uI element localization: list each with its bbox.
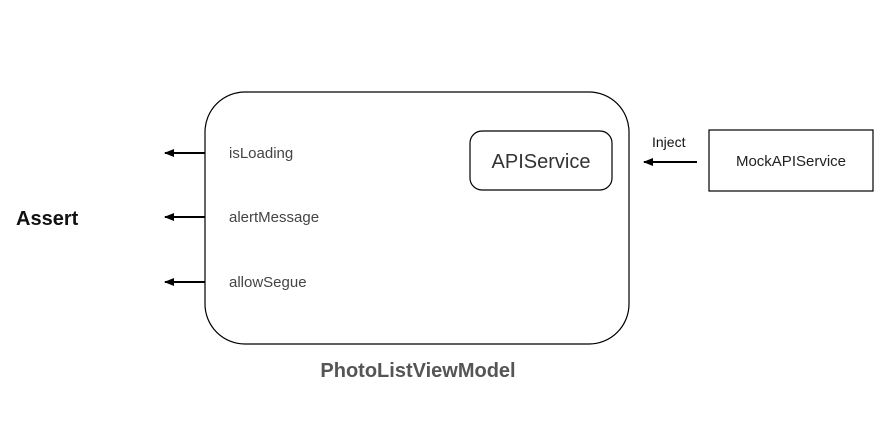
api-service-box [469,130,613,191]
mock-api-service-label: MockAPIService [736,153,846,170]
property-is-loading: isLoading [229,145,293,162]
property-alert-message: alertMessage [229,209,319,226]
mock-api-service-box [708,129,874,192]
view-model-box [204,91,630,345]
api-service-label: APIService [492,151,591,173]
property-allow-segue: allowSegue [229,274,307,291]
assert-label: Assert [16,208,79,230]
view-model-title: PhotoListViewModel [320,360,515,382]
inject-label: Inject [652,134,686,150]
